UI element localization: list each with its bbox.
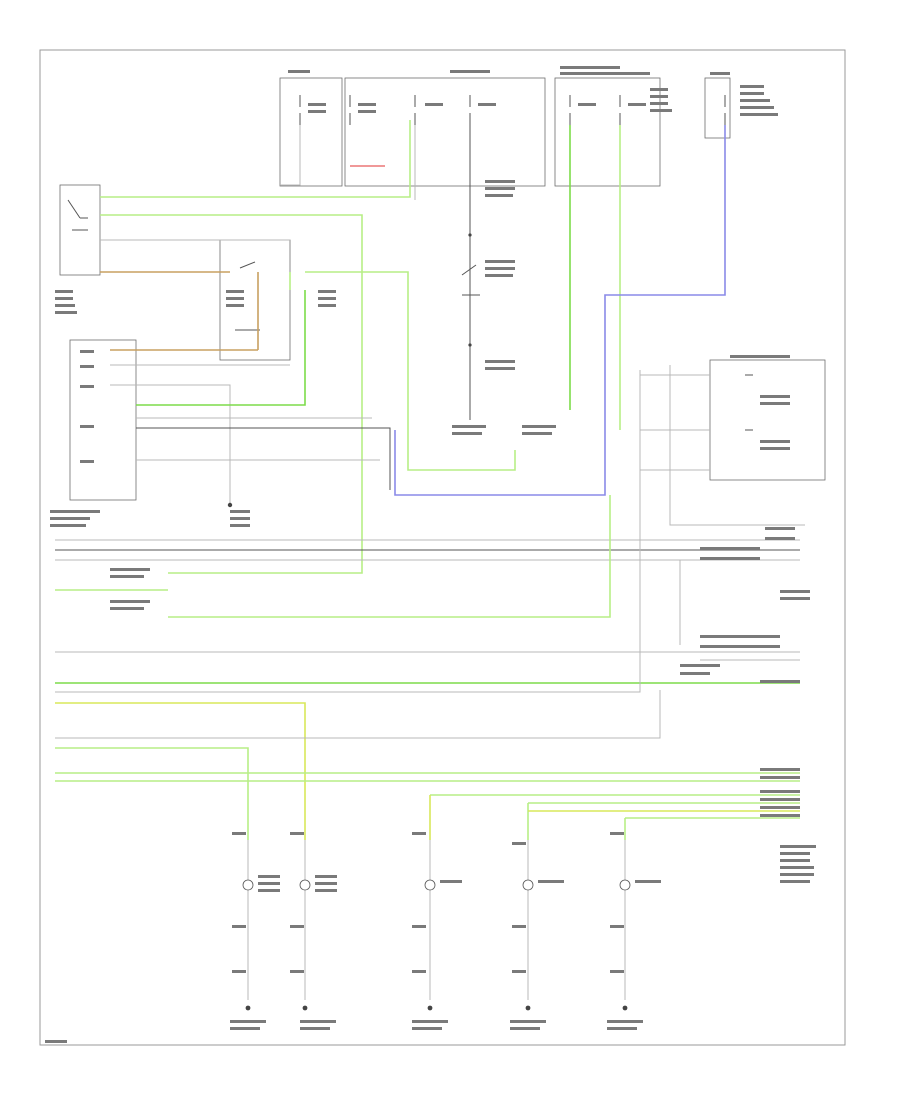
connector-marks	[45, 510, 816, 1043]
lamp-column-1	[230, 840, 266, 1030]
fuse-symbols	[299, 95, 726, 125]
switch-contact-icon	[67, 199, 88, 231]
control-module-assembly	[50, 339, 137, 527]
right-module-box	[709, 359, 826, 481]
lamp-column-4	[510, 840, 546, 1030]
splice-dot-icon	[468, 233, 472, 237]
fuse-box-left	[279, 77, 343, 187]
center-switch-chain	[452, 120, 556, 435]
ground-symbol-icon	[622, 1005, 628, 1011]
ground-symbol-icon	[245, 1005, 251, 1011]
switch-contact-icon	[461, 264, 480, 296]
right-module-assembly	[709, 355, 826, 481]
relay-contact-icon	[235, 261, 260, 331]
lamp-column-2	[299, 840, 336, 1030]
light-switch-assembly	[55, 184, 101, 314]
ground-symbol-icon	[302, 1005, 308, 1011]
ground-symbol-icon	[525, 1005, 531, 1011]
ground-symbol-icon	[227, 502, 233, 508]
switch-contact-icon	[745, 374, 753, 431]
bulb-icon	[522, 879, 534, 891]
fuse-block-group	[279, 66, 778, 187]
fuse-box-right	[554, 77, 661, 187]
ground-symbol-icon	[427, 1005, 433, 1011]
lamp-column-label-marks	[232, 832, 661, 973]
light-switch-box	[59, 184, 101, 276]
lamp-column-5	[607, 840, 643, 1030]
bulb-icon	[299, 879, 311, 891]
switch-label-mark	[55, 290, 73, 293]
relay-assembly	[219, 239, 336, 361]
lamp-column-3	[412, 840, 448, 1030]
fuse-label-marks	[288, 66, 778, 116]
fuse-box-far-right	[704, 77, 731, 139]
control-module-box	[69, 339, 137, 501]
bulb-icon	[242, 879, 254, 891]
bulb-icon	[424, 879, 436, 891]
bulb-icon	[619, 879, 631, 891]
fuse-box-center	[344, 77, 546, 187]
wire-network	[55, 120, 805, 840]
diagram-frame	[39, 49, 846, 1046]
